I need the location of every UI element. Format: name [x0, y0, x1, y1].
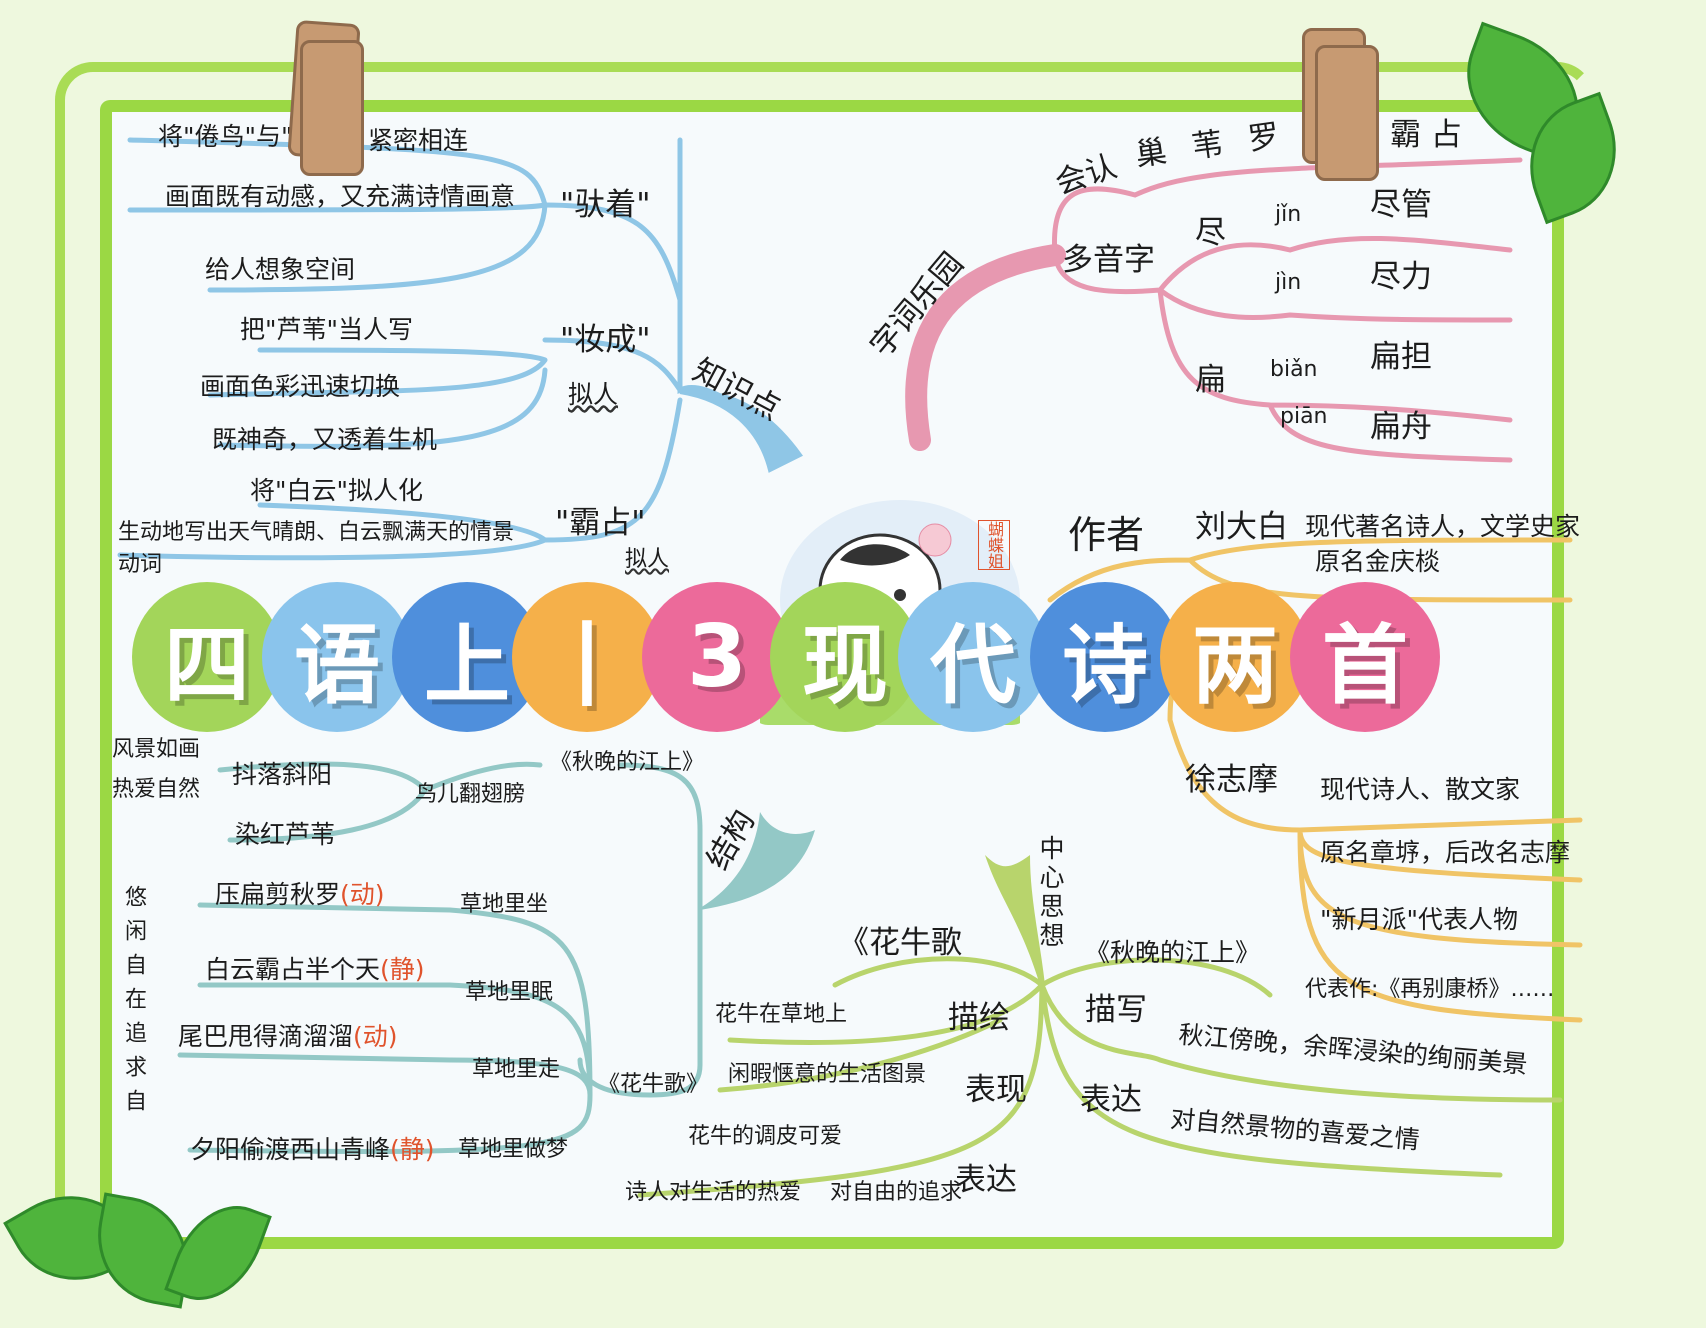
theme-item: 闲暇惬意的生活图景 — [728, 1062, 927, 1087]
polyphone-word: 扁舟 — [1370, 409, 1432, 445]
row-line: 夕阳偷渡西山青峰 — [190, 1135, 391, 1164]
structure-node: 草地里走 — [472, 1057, 561, 1082]
structure-row: 压扁剪秋罗(动) — [215, 880, 385, 910]
pinyin: piān — [1280, 404, 1328, 429]
knowledge-item: 将"倦鸟"与" — [158, 122, 293, 151]
theme-item: 对自由的追求 — [830, 1180, 963, 1205]
row-line: 白云霸占半个天 — [205, 955, 381, 984]
structure-item: 染红芦苇 — [235, 820, 336, 849]
title-char-circle: 首 — [1290, 582, 1440, 732]
theme-twigs — [637, 956, 1563, 1198]
title-char-circle: 现 — [770, 582, 920, 732]
words-twigs — [1051, 157, 1523, 463]
title-char-circle: | — [512, 582, 662, 732]
structure-summary: 风景如画 — [112, 737, 201, 762]
polyphone-word: 扁担 — [1370, 339, 1432, 375]
author-trunk — [1047, 537, 1583, 1023]
knowledge-keyword: "妆成" — [560, 322, 651, 358]
author-fact: 现代著名诗人，文学史家 — [1305, 512, 1581, 541]
title-char-circle: 3 — [642, 582, 792, 732]
polyphone-char: 尽 — [1195, 215, 1226, 251]
knowledge-item: 将"白云"拟人化 — [250, 476, 423, 505]
knowledge-device: 拟人 — [625, 547, 670, 572]
theme-item: 花牛在草地上 — [715, 1002, 848, 1027]
knowledge-item: 动词 — [118, 552, 163, 577]
outer-frame — [55, 62, 1595, 1282]
structure-row: 夕阳偷渡西山青峰(静) — [190, 1135, 435, 1165]
pinyin: jǐn — [1275, 202, 1302, 227]
theme-stem — [985, 855, 1045, 985]
recognize-chars-tail: 霸 占 — [1390, 117, 1462, 153]
watermark-stamp: 蝴蝶姐 — [978, 520, 1010, 570]
poem-title: 《秋晚的江上》 — [1085, 938, 1261, 967]
theme-verb: 描绘 — [948, 1000, 1010, 1036]
author-name: 徐志摩 — [1185, 762, 1278, 798]
knowledge-device: 拟人 — [568, 380, 619, 409]
row-tag: (静) — [390, 1135, 435, 1164]
title-char-circle: 诗 — [1030, 582, 1180, 732]
theme-verb: 表达 — [1080, 1082, 1142, 1118]
author-fact: 代表作:《再别康桥》…… — [1305, 977, 1555, 1002]
knowledge-item: 画面色彩迅速切换 — [200, 372, 401, 401]
knowledge-item: 生动地写出天气晴朗、白云飘满天的情景 — [118, 520, 515, 545]
pinyin: biǎn — [1270, 357, 1318, 382]
knowledge-item: 紧密相连 — [368, 126, 469, 155]
author-label: 作者 — [1068, 513, 1145, 557]
theme-item: 花牛的调皮可爱 — [688, 1124, 843, 1149]
theme-verb: 表达 — [955, 1162, 1017, 1198]
knowledge-twigs — [117, 137, 548, 561]
clothespin-right — [1315, 45, 1379, 181]
structure-row: 白云霸占半个天(静) — [205, 955, 425, 985]
row-tag: (静) — [380, 955, 425, 984]
theme-verb: 表现 — [965, 1072, 1027, 1108]
structure-trunk — [577, 762, 703, 1098]
pinyin: jìn — [1275, 270, 1302, 295]
knowledge-item: 给人想象空间 — [205, 255, 356, 284]
structure-summary-vertical: 悠闲自在追求自 — [121, 885, 146, 1123]
author-fact: 原名章垿，后改名志摩 — [1320, 838, 1571, 867]
polyphone-word: 尽管 — [1370, 187, 1432, 223]
clothespin-left — [300, 40, 364, 176]
polyphone-label: 多音字 — [1062, 242, 1155, 278]
knowledge-keyword: "驮着" — [560, 187, 651, 223]
title-char-circle: 代 — [898, 582, 1048, 732]
poem-title: 《花牛歌》 — [598, 1072, 709, 1097]
structure-node: 草地里做梦 — [458, 1137, 569, 1162]
row-tag: (动) — [353, 1022, 398, 1051]
structure-wedge — [700, 812, 815, 910]
knowledge-item: 画面既有动感，又充满诗情画意 — [165, 182, 516, 211]
author-fact: 现代诗人、散文家 — [1320, 775, 1521, 804]
theme-verb: 描写 — [1085, 992, 1147, 1028]
theme-item: 诗人对生活的热爱 — [625, 1180, 802, 1205]
poem-title: 《花牛歌 — [838, 925, 962, 961]
author-name: 刘大白 — [1195, 509, 1288, 545]
structure-summary: 热爱自然 — [112, 777, 201, 802]
words-trunk — [905, 244, 1066, 451]
knowledge-item: 既神奇，又透着生机 — [212, 425, 438, 454]
polyphone-char: 扁 — [1195, 362, 1226, 398]
knowledge-item: 把"芦苇"当人写 — [240, 315, 413, 344]
structure-node: 草地里眠 — [465, 980, 554, 1005]
poem-title: 《秋晚的江上》 — [550, 750, 705, 775]
title-char-circle: 两 — [1160, 582, 1310, 732]
knowledge-wedge — [679, 389, 804, 473]
author-fact: 原名金庆棪 — [1315, 547, 1441, 576]
structure-row: 尾巴甩得滴溜溜(动) — [178, 1022, 398, 1052]
row-tag: (动) — [340, 880, 385, 909]
row-line: 尾巴甩得滴溜溜 — [178, 1022, 354, 1051]
row-line: 压扁剪秋罗 — [215, 880, 341, 909]
structure-item: 抖落斜阳 — [232, 760, 333, 789]
title-char-circle: 语 — [262, 582, 412, 732]
polyphone-word: 尽力 — [1370, 259, 1432, 295]
title-char-circle: 四 — [132, 582, 282, 732]
structure-node: 草地里坐 — [460, 892, 549, 917]
knowledge-keyword: "霸占" — [555, 505, 646, 541]
structure-node: 鸟儿翻翅膀 — [415, 782, 526, 807]
structure-twigs — [177, 761, 593, 1154]
author-fact: "新月派"代表人物 — [1320, 905, 1518, 934]
theme-label: 中心思想 — [1036, 835, 1065, 951]
